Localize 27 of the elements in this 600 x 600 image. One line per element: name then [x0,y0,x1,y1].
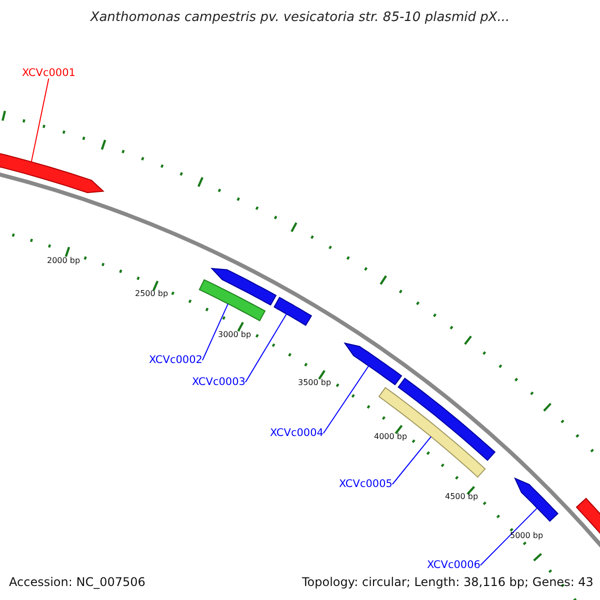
gene-bar [198,279,266,322]
gene-bar [274,296,312,326]
scale-label: 3500 bp [298,379,332,387]
scale-label: 5000 bp [510,532,544,540]
scale-label: 3000 bp [218,331,252,339]
leader-line [480,508,538,566]
leader-line [322,365,370,434]
gene-bar [398,378,496,461]
gene-label: XCVc0004 [270,428,324,438]
scale-label: 2500 bp [135,290,168,298]
scale-label: 4500 bp [445,493,478,501]
gene-feature [514,477,558,522]
gene-feature [344,342,402,386]
scale-label: 4000 bp [374,433,408,441]
gene-label: XCVc0006 [427,560,480,570]
leader-line [202,303,228,361]
gene-feature [210,268,277,306]
gene-label: XCVc0005 [339,479,392,490]
gene-label: XCVc0003 [192,377,246,388]
topology-text: Topology: circular; Length: 38,116 bp; Genes: 43 [302,576,594,588]
gene-label: XCVc0002 [149,355,202,366]
accession-text: Accession: NC_007506 [9,576,146,588]
gene-label: XCVc0001 [22,68,76,78]
leader-line [30,78,50,162]
scale-label: 2000 bp [47,257,80,265]
title: Xanthomonas campestris pv. vesicatoria str. 85-10 plasmid pX... [89,11,511,24]
leader-line [244,313,287,383]
